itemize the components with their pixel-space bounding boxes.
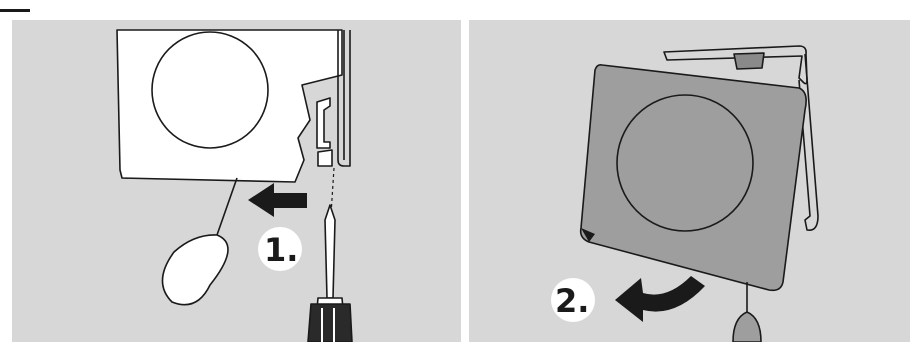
device-dial-tilted — [616, 94, 754, 232]
mounting-rail — [337, 30, 351, 167]
step-1-badge: 1. — [258, 227, 302, 271]
guide-dashed-line — [329, 167, 335, 231]
rail-clip-upper — [316, 97, 331, 149]
step-2-panel: 2. — [469, 20, 910, 342]
screwdriver-icon — [307, 204, 353, 342]
bracket-rail — [798, 53, 819, 232]
pendant-cord — [216, 177, 238, 236]
bracket-block — [733, 52, 765, 70]
device-dial — [151, 31, 269, 149]
rail-clip-lower — [317, 149, 333, 167]
step-2-illustration: 2. — [551, 45, 819, 342]
panel-divider — [461, 20, 483, 342]
rotate-arrow-icon — [615, 276, 705, 322]
step-1-illustration: 1. — [116, 29, 353, 342]
step-1-label: 1. — [264, 231, 298, 269]
step-2-label: 2. — [555, 282, 589, 320]
pendant-bulb — [732, 311, 762, 342]
arrow-left-icon — [248, 183, 307, 217]
device-hinge-corner — [581, 228, 595, 242]
step-1-panel: 1. — [12, 20, 461, 342]
step-2-badge: 2. — [551, 278, 595, 322]
pendant-bulb — [161, 234, 229, 306]
page-corner-mark — [0, 0, 30, 12]
